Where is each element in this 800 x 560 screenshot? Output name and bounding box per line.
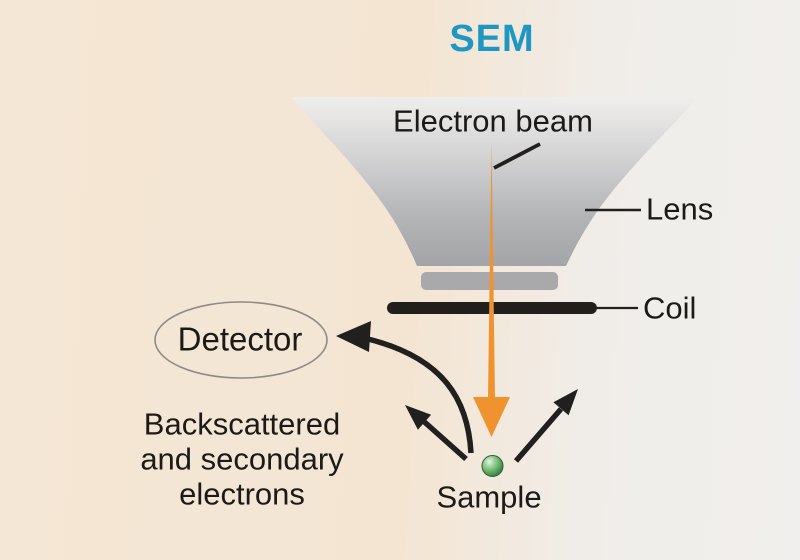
electron-beam-label: Electron beam [393,103,593,139]
sample-sphere [481,455,504,477]
electron-beam-pointer-line [493,142,541,170]
lens-funnel [291,97,699,266]
electron-beam-arrow [473,143,510,437]
coil-label: Coil [643,290,697,326]
emission-label-line1: Backscattered [143,406,341,442]
diagram-title: SEM [449,18,535,60]
emission-label-line3: electrons [179,476,305,512]
detector-curved-arrow [336,321,474,454]
emission-label-line2: and secondary [140,441,344,477]
emission-label: Backscattered and secondary electrons [112,407,372,512]
backscatter-arrow-right [513,389,578,463]
detector-ellipse [154,301,328,379]
pole-piece [421,272,558,290]
lens-label: Lens [646,191,714,227]
detector-label: Detector [177,320,303,358]
backscatter-arrow-left [405,405,468,462]
sample-label: Sample [436,479,542,515]
